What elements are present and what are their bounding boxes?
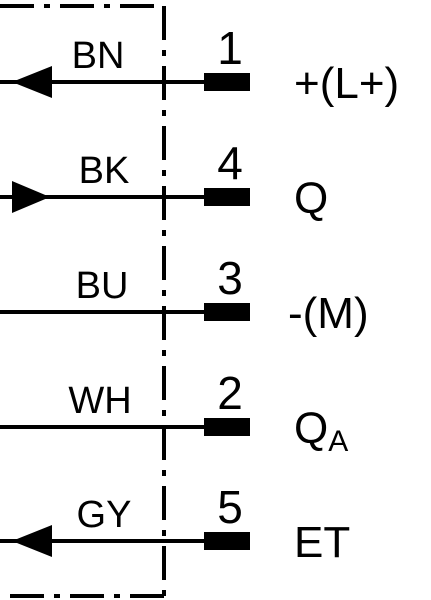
wire-color-label: WH [68,380,131,422]
signal-name: Q [294,174,328,223]
terminal-pin [204,303,250,321]
terminal-pin [204,418,250,436]
signal-name: ET [294,518,350,567]
connection-row-4: WH 2 QA [0,367,348,458]
pin-number: 1 [217,22,243,74]
pin-number: 2 [217,367,243,419]
signal-main-text: Q [294,174,328,223]
pin-number: 3 [217,252,243,304]
wire-color-label: BK [79,150,130,192]
signal-name: +(L+) [294,59,399,108]
signal-name: -(M) [288,289,369,338]
arrow-right-icon [12,181,50,213]
pin-number: 5 [217,481,243,533]
wire-color-label: BN [72,35,125,77]
signal-main-text: -(M) [288,289,369,338]
arrow-left-icon [12,525,52,557]
terminal-pin [204,73,250,91]
signal-main-text: ET [294,518,350,567]
arrow-left-icon [12,66,52,98]
housing-outline [0,4,166,598]
connection-row-3: BU 3 -(M) [0,252,369,338]
signal-name: QA [294,404,348,458]
connection-row-5: GY 5 ET [0,481,350,567]
wire-color-label: GY [77,494,132,536]
terminal-pin [204,532,250,550]
signal-subscript: A [328,425,348,458]
connection-row-2: BK 4 Q [0,137,328,223]
terminal-pin [204,188,250,206]
wire-color-label: BU [76,265,129,307]
connection-row-1: BN 1 +(L+) [0,22,399,108]
signal-main-text: Q [294,404,328,453]
signal-main-text: +(L+) [294,59,399,108]
pin-number: 4 [217,137,243,189]
